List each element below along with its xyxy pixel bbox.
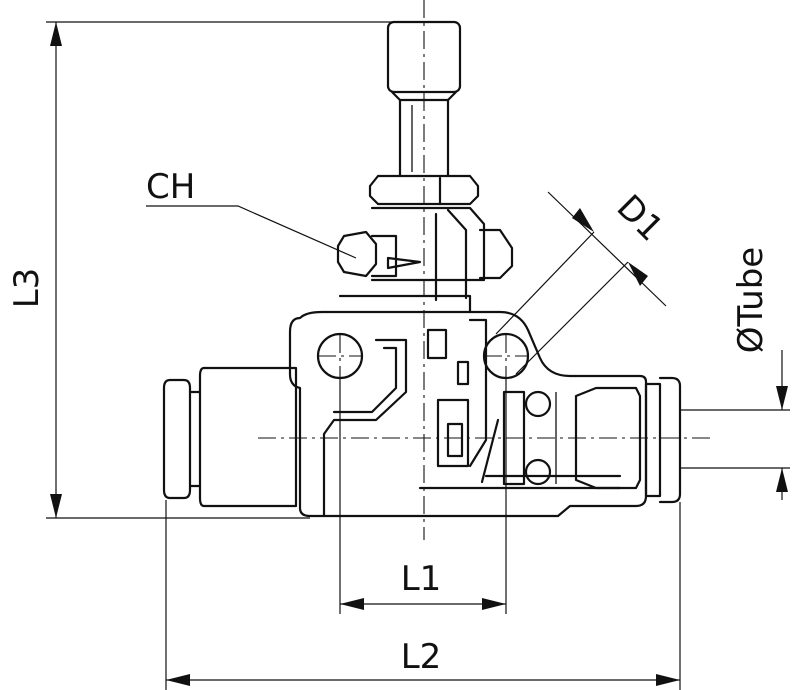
fitting-body (288, 294, 648, 518)
dimension-l2 (165, 500, 681, 690)
dimension-l1 (339, 378, 507, 614)
dimension-tube (680, 350, 790, 500)
l3-label: L3 (7, 268, 47, 309)
tube-label: ØTube (731, 247, 771, 353)
ch-leader (146, 205, 357, 259)
hex-nut (336, 174, 514, 302)
dimension-d1 (495, 191, 667, 375)
ch-label: CH (146, 167, 195, 207)
left-connector (162, 366, 298, 508)
l2-label: L2 (401, 637, 442, 677)
d1-label: D1 (609, 187, 671, 249)
l1-label: L1 (401, 559, 442, 599)
dimension-l3 (46, 21, 392, 519)
right-connector (502, 376, 682, 504)
valve-knob (386, 20, 462, 177)
